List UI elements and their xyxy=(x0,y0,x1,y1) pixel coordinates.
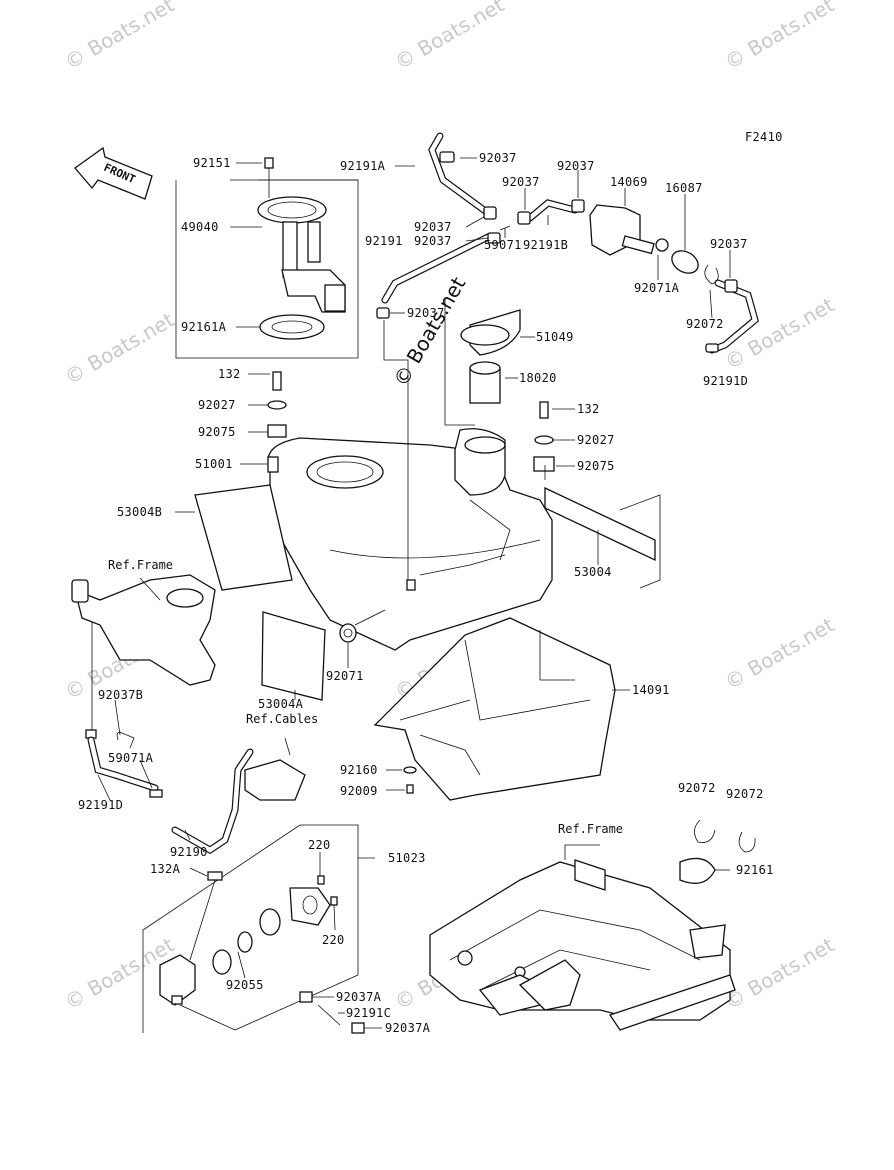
callout-92151: 92151 xyxy=(193,156,231,170)
figure-code: F2410 xyxy=(745,130,783,144)
callout-92027: 92027 xyxy=(577,433,615,447)
callout-92075: 92075 xyxy=(577,459,615,473)
tank-tray xyxy=(373,617,616,801)
callout-92191A: 92191A xyxy=(340,159,386,173)
callout-132A: 132A xyxy=(150,862,181,876)
part-callouts: 92151 49040 92161A 132 92027 92075 51001… xyxy=(78,151,774,1035)
callout-92037: 92037 xyxy=(502,175,540,189)
callout-92037A: 92037A xyxy=(336,990,382,1004)
callout-59071A: 59071A xyxy=(108,751,154,765)
callout-92160: 92160 xyxy=(340,763,378,777)
callout-92037B: 92037B xyxy=(98,688,143,702)
callout-92071A: 92071A xyxy=(634,281,680,295)
callout-92072: 92072 xyxy=(726,787,764,801)
callout-49040: 49040 xyxy=(181,220,219,234)
callout-92037: 92037 xyxy=(710,237,748,251)
filler-cap xyxy=(460,309,521,404)
callout-92037: 92037 xyxy=(479,151,517,165)
callout-14069: 14069 xyxy=(610,175,648,189)
callout-92161: 92161 xyxy=(736,863,774,877)
callout-220: 220 xyxy=(322,933,345,947)
callout-92191D: 92191D xyxy=(703,374,748,388)
fuel-cock-assembly xyxy=(142,824,365,1034)
callout-92071: 92071 xyxy=(326,669,364,683)
callout-59071: 59071 xyxy=(484,238,522,252)
tank-pads xyxy=(194,465,661,701)
ref-frame-label: Ref.Frame xyxy=(558,822,623,836)
callout-92161A: 92161A xyxy=(181,320,227,334)
vent-hoses xyxy=(376,132,759,354)
callout-51023: 51023 xyxy=(388,851,426,865)
callout-92191D: 92191D xyxy=(78,798,123,812)
lower-left-hoses xyxy=(85,622,306,855)
callout-92037: 92037 xyxy=(414,234,452,248)
watermark: © Boats.net xyxy=(391,0,509,74)
ref-frame-left xyxy=(71,574,216,686)
watermark: © Boats.net xyxy=(721,612,839,694)
callout-92191B: 92191B xyxy=(523,238,568,252)
callout-92009: 92009 xyxy=(340,784,378,798)
callout-92191C: 92191C xyxy=(346,1006,391,1020)
watermark: © Boats.net xyxy=(721,0,839,74)
ref-frame-label: Ref.Frame xyxy=(108,558,173,572)
callout-92072: 92072 xyxy=(686,317,724,331)
callout-92037: 92037 xyxy=(414,220,452,234)
fuel-tank xyxy=(267,371,555,651)
callout-92037: 92037 xyxy=(557,159,595,173)
callout-92072: 92072 xyxy=(678,781,716,795)
center-watermark: © Boats.net xyxy=(389,273,471,391)
front-arrow-icon: FRONT xyxy=(74,146,153,200)
ref-cables-label: Ref.Cables xyxy=(246,712,318,726)
callout-92037A: 92037A xyxy=(385,1021,431,1035)
callout-14091: 14091 xyxy=(632,683,670,697)
watermark: © Boats.net xyxy=(61,307,179,389)
callout-53004: 53004 xyxy=(574,565,612,579)
watermark: © Boats.net xyxy=(61,0,179,74)
callout-132: 132 xyxy=(218,367,241,381)
callout-92027: 92027 xyxy=(198,398,236,412)
callout-92055: 92055 xyxy=(226,978,264,992)
watermark: © Boats.net xyxy=(721,932,839,1014)
callout-92037: 92037 xyxy=(407,306,445,320)
callout-92190: 92190 xyxy=(170,845,208,859)
ref-frame-right xyxy=(429,819,756,1031)
callout-18020: 18020 xyxy=(519,371,557,385)
fuel-pump-assembly xyxy=(175,157,359,359)
callout-220: 220 xyxy=(308,838,331,852)
callout-51001: 51001 xyxy=(195,457,233,471)
callout-132: 132 xyxy=(577,402,600,416)
callout-92075: 92075 xyxy=(198,425,236,439)
callout-53004B: 53004B xyxy=(117,505,162,519)
callout-53004A: 53004A xyxy=(258,697,304,711)
callout-16087: 16087 xyxy=(665,181,703,195)
callout-51049: 51049 xyxy=(536,330,574,344)
leader-lines xyxy=(97,157,731,1029)
callout-92191: 92191 xyxy=(365,234,403,248)
